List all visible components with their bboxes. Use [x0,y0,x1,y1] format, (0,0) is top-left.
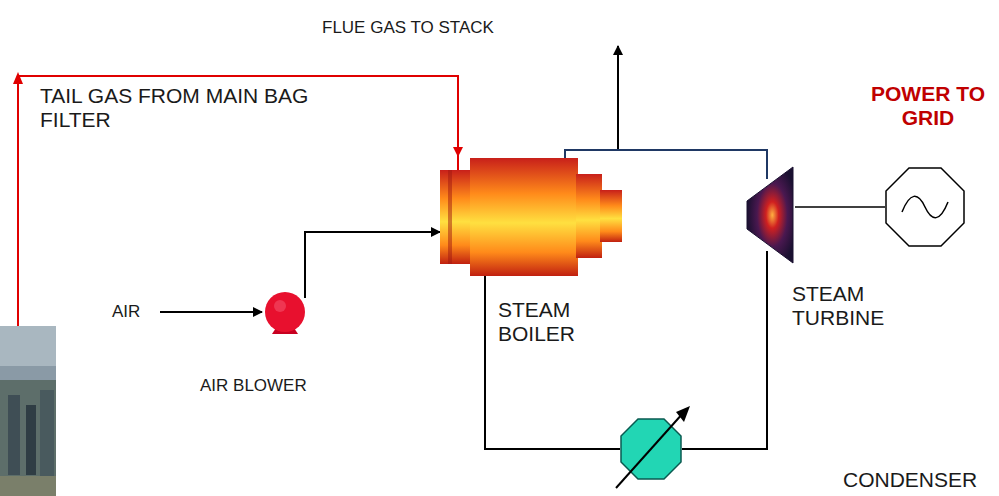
condenser-symbol: CONDENSER [620,418,682,480]
process-line [305,232,440,298]
process-line [485,276,620,449]
component-label: CONDENSER [843,468,983,492]
generator-symbol [886,168,964,246]
steam-boiler: STEAM BOILER [440,158,622,276]
tail-gas-end [457,150,459,156]
component-label: AIR BLOWER [200,376,350,396]
plant-photo [0,326,56,496]
stream-label: FLUE GAS TO STACK [322,18,602,38]
flue-gas-arrow [617,46,619,150]
stream-label: TAIL GAS FROM MAIN BAG FILTER [40,84,310,132]
steam-turbine: STEAM TURBINE [745,165,795,265]
process-line [682,251,767,449]
tail-gas-arrowhead [13,72,23,84]
turbine-shaft [795,206,885,208]
air-blower: AIR BLOWER [262,290,308,336]
tail-gas-line [18,76,458,326]
component-label: STEAM BOILER [498,298,598,346]
output-label: POWER TO GRID [862,82,994,130]
stream-label: AIR [112,302,158,322]
component-label: STEAM TURBINE [792,282,892,330]
air-inlet-arrow [160,311,262,313]
